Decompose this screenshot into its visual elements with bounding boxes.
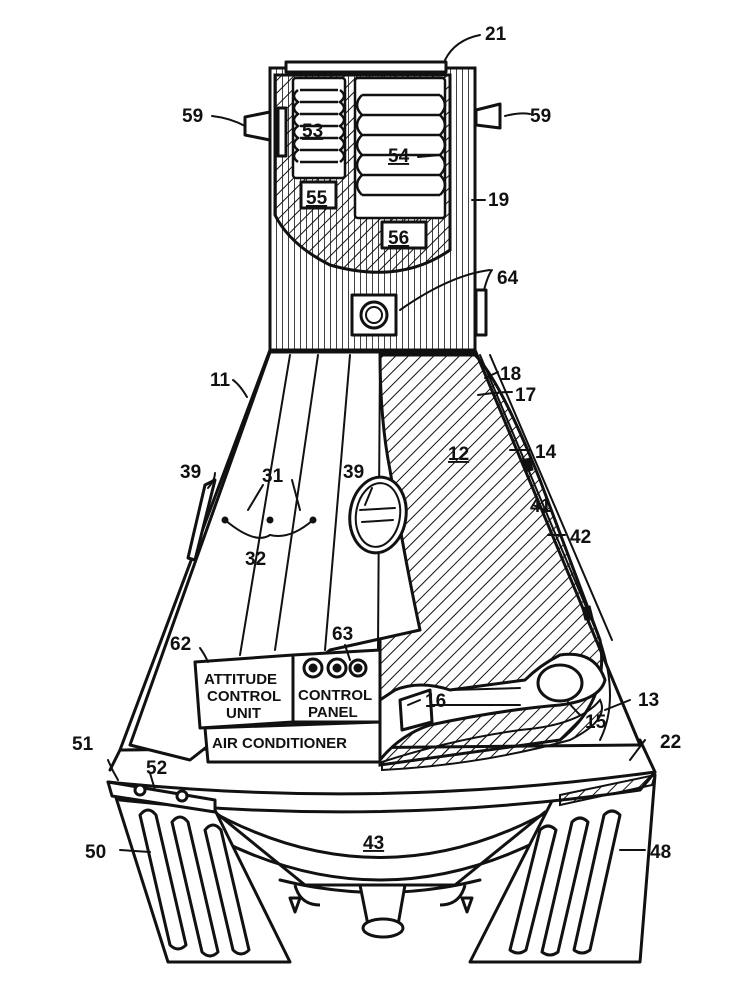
label-54: 54 xyxy=(388,146,410,167)
attitude-control-line1: ATTITUDE xyxy=(204,671,277,688)
label-13: 13 xyxy=(638,690,659,711)
label-43: 43 xyxy=(363,833,384,854)
right-fin xyxy=(468,773,657,964)
label-56: 56 xyxy=(388,228,409,249)
equipment-panels xyxy=(193,648,382,764)
label-64: 64 xyxy=(497,268,519,289)
label-53: 53 xyxy=(302,121,323,142)
label-12: 12 xyxy=(448,444,469,465)
label-48: 48 xyxy=(650,842,671,863)
label-17: 17 xyxy=(515,385,536,406)
label-50: 50 xyxy=(85,842,106,863)
reference-numerals: 21 59 59 53 54 55 56 19 64 11 18 17 12 1… xyxy=(72,24,681,863)
antenna-canister xyxy=(243,60,502,354)
label-15: 15 xyxy=(585,712,607,733)
label-51: 51 xyxy=(72,734,94,755)
label-11: 11 xyxy=(210,370,231,391)
label-16: 16 xyxy=(425,691,446,712)
label-41: 41 xyxy=(530,496,552,517)
label-31: 31 xyxy=(262,466,284,487)
leader-lines xyxy=(107,34,646,853)
label-59-left: 59 xyxy=(182,106,203,127)
label-21: 21 xyxy=(485,24,507,45)
label-32: 32 xyxy=(245,549,266,570)
control-panel-line2: PANEL xyxy=(308,704,358,721)
label-52: 52 xyxy=(146,758,167,779)
attitude-control-line3: UNIT xyxy=(226,705,261,722)
label-19: 19 xyxy=(488,190,509,211)
label-55: 55 xyxy=(306,188,328,209)
attitude-control-line2: CONTROL xyxy=(207,688,281,705)
label-59-right: 59 xyxy=(530,106,551,127)
air-conditioner-label: AIR CONDITIONER xyxy=(212,735,347,752)
label-63: 63 xyxy=(332,624,353,645)
label-62: 62 xyxy=(170,634,191,655)
control-panel-line1: CONTROL xyxy=(298,687,372,704)
label-14: 14 xyxy=(535,442,557,463)
label-39-window: 39 xyxy=(343,462,364,483)
label-42: 42 xyxy=(570,527,591,548)
label-22: 22 xyxy=(660,732,681,753)
panel-text: ATTITUDE CONTROL UNIT CONTROL PANEL AIR … xyxy=(204,671,372,752)
label-39-left: 39 xyxy=(180,462,201,483)
astronaut-couch xyxy=(378,652,607,772)
label-18: 18 xyxy=(500,364,521,385)
